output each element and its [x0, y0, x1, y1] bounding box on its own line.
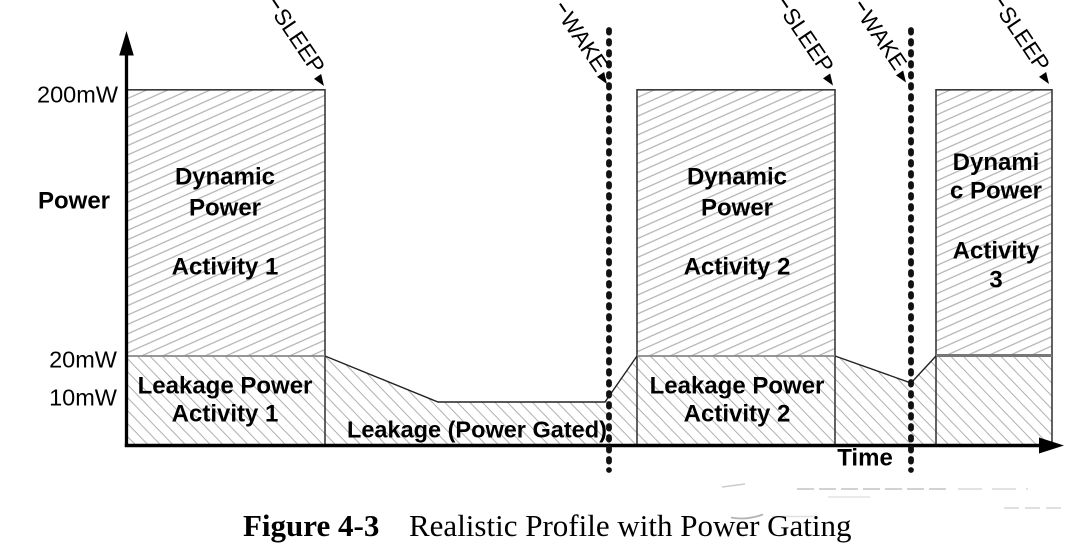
svg-text:Time: Time: [837, 444, 893, 471]
svg-text:Power: Power: [189, 194, 261, 221]
svg-text:SLEEP: SLEEP: [268, 4, 329, 78]
svg-text:Activity 1: Activity 1: [172, 253, 279, 280]
svg-text:10mW: 10mW: [49, 384, 118, 410]
svg-text:Activity 2: Activity 2: [684, 400, 791, 427]
svg-text:Leakage Power: Leakage Power: [138, 372, 313, 399]
svg-text:Leakage (Power Gated): Leakage (Power Gated): [347, 416, 607, 442]
svg-text:Dynamic: Dynamic: [687, 163, 787, 190]
svg-text:SLEEP: SLEEP: [777, 3, 838, 77]
svg-text:Activity: Activity: [953, 237, 1040, 264]
svg-text:WAKE: WAKE: [854, 6, 911, 74]
svg-text:Activity 2: Activity 2: [684, 253, 791, 280]
svg-text:WAKE: WAKE: [555, 8, 612, 76]
svg-text:Power: Power: [701, 194, 773, 221]
svg-text:c Power: c Power: [950, 177, 1042, 204]
svg-text:Power: Power: [38, 187, 110, 214]
svg-text:200mW: 200mW: [37, 81, 119, 107]
svg-text:Dynami: Dynami: [953, 149, 1040, 176]
svg-text:SLEEP: SLEEP: [993, 2, 1054, 76]
svg-text:3: 3: [989, 266, 1002, 293]
svg-text:Activity 1: Activity 1: [172, 400, 279, 427]
svg-text:20mW: 20mW: [49, 346, 118, 372]
svg-text:Leakage Power: Leakage Power: [650, 372, 825, 399]
svg-text:Figure 4-3: Figure 4-3: [243, 508, 379, 543]
svg-text:Dynamic: Dynamic: [175, 163, 275, 190]
svg-text:Realistic Profile with Power G: Realistic Profile with Power Gating: [409, 508, 852, 543]
